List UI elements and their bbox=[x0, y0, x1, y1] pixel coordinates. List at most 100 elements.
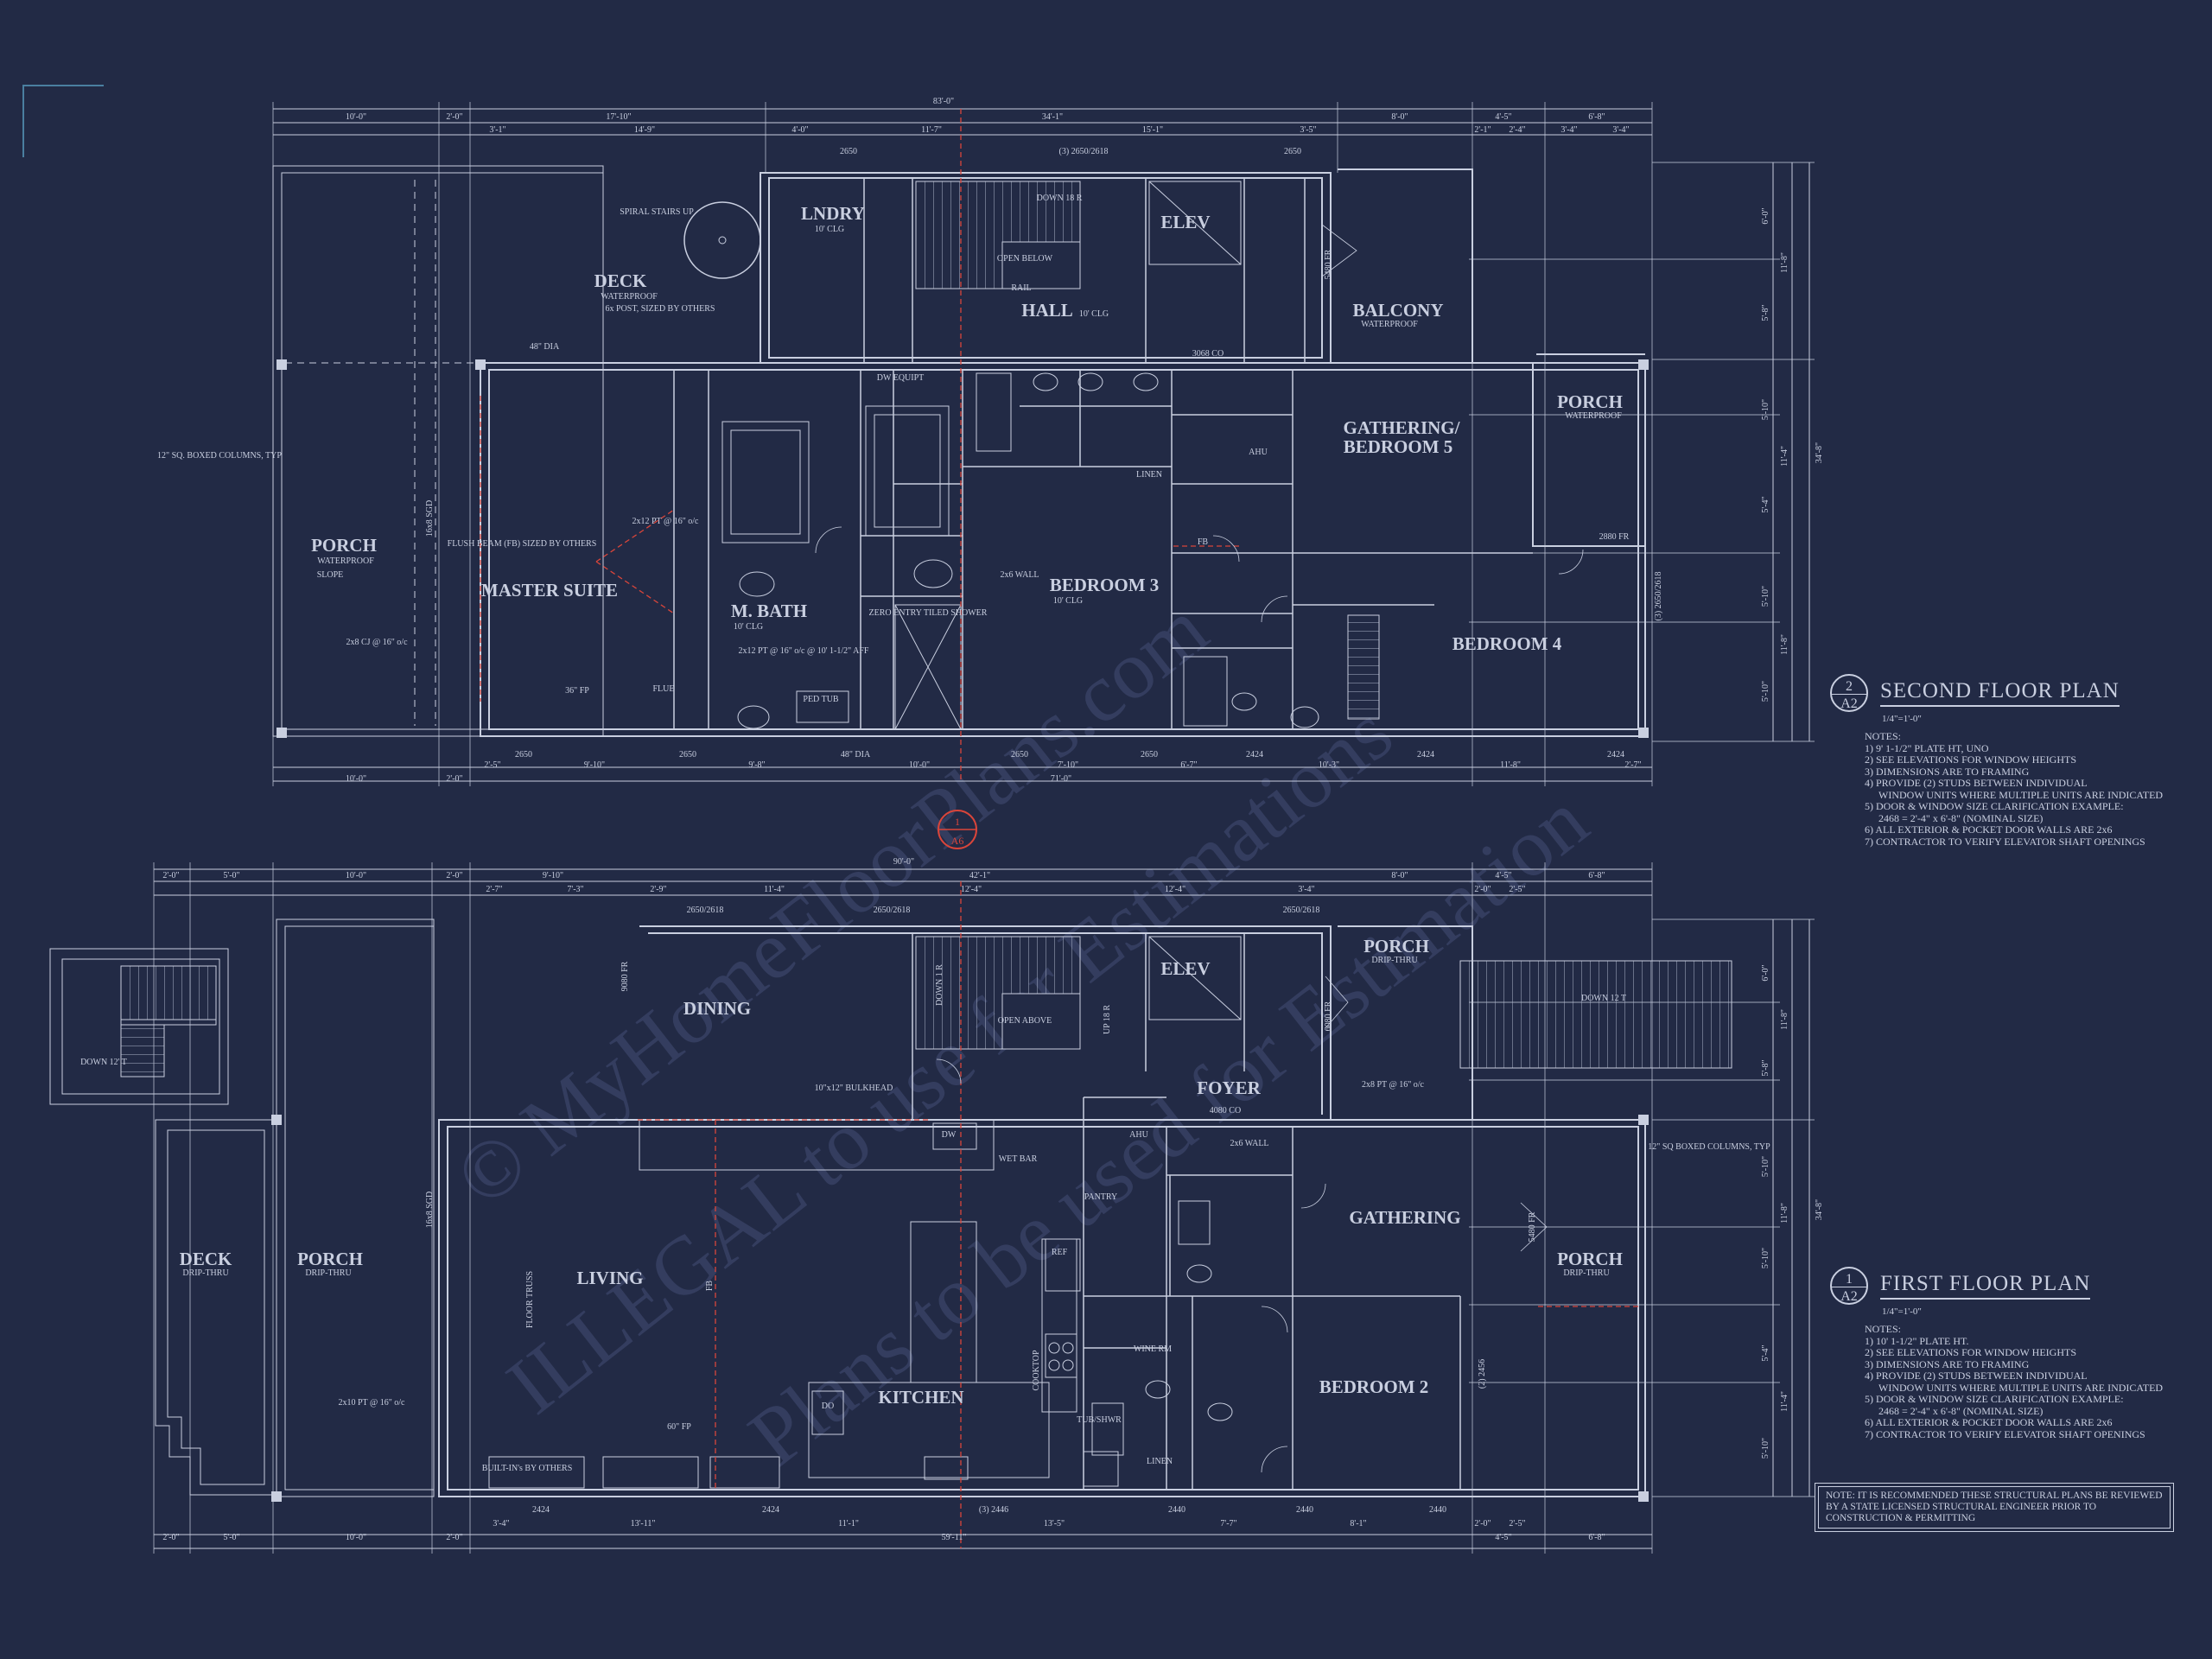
ff-note-60fp: 60" FP bbox=[667, 1422, 691, 1432]
ff-top-dim2-2: 7'-3" bbox=[567, 885, 583, 894]
bottom-dim-4: 10'-0" bbox=[909, 760, 930, 770]
ff-note-down-1r: DOWN 1 R bbox=[935, 964, 944, 1006]
ff-window-tag-bottom-4: 2440 bbox=[1168, 1505, 1185, 1515]
ff-right-dim-4: 5'-10" bbox=[1761, 1248, 1770, 1268]
ff-note-9080fr: 9080 FR bbox=[620, 961, 630, 991]
right-dim-6: 5'-10" bbox=[1761, 681, 1770, 702]
first-floor-note: 2) SEE ELEVATIONS FOR WINDOW HEIGHTS bbox=[1865, 1346, 2076, 1358]
bottom-dim-2: 9'-10" bbox=[584, 760, 605, 770]
window-tag-bottom-5: 2650 bbox=[1141, 750, 1158, 760]
second-floor-note: 6) ALL EXTERIOR & POCKET DOOR WALLS ARE … bbox=[1865, 823, 2113, 836]
note-columns: 12" SQ. BOXED COLUMNS, TYP bbox=[157, 451, 282, 461]
ff-right-dim-5: 5'-4" bbox=[1761, 1344, 1770, 1361]
note-open-below: OPEN BELOW bbox=[997, 254, 1053, 264]
ff-top-dim2-9: 2'-5" bbox=[1509, 885, 1525, 894]
second-floor-note: WINDOW UNITS WHERE MULTIPLE UNITS ARE IN… bbox=[1878, 788, 2164, 801]
ff-bottom-dim-12: 2'-5" bbox=[1509, 1519, 1525, 1529]
room-bedroom4: BEDROOM 4 bbox=[1452, 633, 1562, 654]
ff-window-tag-bottom-6: 2440 bbox=[1429, 1505, 1446, 1515]
bottom-dim2-1: 10'-0" bbox=[346, 774, 366, 784]
first-floor-notes: NOTES: 1) 10' 1-1/2" PLATE HT. 2) SEE EL… bbox=[1865, 1323, 2163, 1440]
note-36fp: 36" FP bbox=[565, 686, 589, 696]
ff-top-dim2-8: 2'-0" bbox=[1474, 885, 1491, 894]
right-dim-1: 6'-0" bbox=[1761, 207, 1770, 224]
window-tag-bottom-6: 2424 bbox=[1246, 750, 1263, 760]
ff-right-dim-1: 6'-0" bbox=[1761, 964, 1770, 981]
top-dim2-8: 2'-4" bbox=[1509, 125, 1525, 135]
right-dim-8: 11'-4" bbox=[1780, 446, 1789, 467]
room-bedroom3: BEDROOM 3 bbox=[1050, 575, 1160, 595]
bottom-dim-6: 6'-7" bbox=[1180, 760, 1197, 770]
first-floor-plan bbox=[49, 862, 1815, 1554]
room-porch-right: PORCH bbox=[1557, 391, 1623, 412]
bottom-dim-5: 7'-10" bbox=[1058, 760, 1078, 770]
ff-note-up-18r: UP 18 R bbox=[1103, 1005, 1112, 1034]
room-balcony-sub: WATERPROOF bbox=[1361, 320, 1418, 329]
note-linen-1: LINEN bbox=[1136, 470, 1162, 480]
top-dim-4: 34'-1" bbox=[1042, 112, 1063, 122]
window-tag-bottom-4: 2650 bbox=[1011, 750, 1028, 760]
ff-note-ahu: AHU bbox=[1129, 1130, 1148, 1140]
ff-top-dim-2: 5'-0" bbox=[223, 871, 239, 880]
room-porch-left: PORCH bbox=[311, 535, 377, 556]
bottom-dim-7: 10'-3" bbox=[1319, 760, 1339, 770]
ff-top-dim-1: 2'-0" bbox=[162, 871, 179, 880]
room-lndry: LNDRY bbox=[801, 203, 865, 224]
ff-room-bedroom2: BEDROOM 2 bbox=[1319, 1376, 1429, 1397]
top-dim2-7: 2'-1" bbox=[1474, 125, 1491, 135]
overall-dim-bottom: 71'-0" bbox=[1051, 774, 1071, 784]
second-floor-tag: 2 A2 bbox=[1830, 674, 1868, 712]
first-floor-labels: 90'-0" 2'-0" 5'-0" 10'-0" 2'-0" 9'-10" 4… bbox=[80, 857, 1824, 1542]
ff-window-tag-bottom-2: 2424 bbox=[762, 1505, 779, 1515]
note-fb: FB bbox=[1198, 537, 1209, 547]
window-tag-top-3: 2650 bbox=[1284, 147, 1301, 156]
room-bedroom3-sub: 10' CLG bbox=[1053, 596, 1083, 606]
bottom-dim2-2: 2'-0" bbox=[446, 774, 462, 784]
ff-bottom-dim-6: 13'-11" bbox=[631, 1519, 656, 1529]
first-floor-tag: 1 A2 bbox=[1830, 1267, 1868, 1305]
ff-bottom-dim-2: 5'-0" bbox=[223, 1533, 239, 1542]
ff-room-living: LIVING bbox=[576, 1268, 643, 1288]
ff-top-dim-4: 2'-0" bbox=[446, 871, 462, 880]
top-dim-3: 17'-10" bbox=[606, 112, 631, 122]
ff-note-built-ins: BUILT-IN's BY OTHERS bbox=[482, 1464, 573, 1473]
first-floor-scale: 1/4"=1'-0" bbox=[1882, 1306, 1922, 1317]
ff-note-2x6-wall: 2x6 WALL bbox=[1230, 1139, 1268, 1148]
top-dim-6: 4'-5" bbox=[1495, 112, 1511, 122]
top-dim-7: 6'-8" bbox=[1588, 112, 1605, 122]
corner-mark bbox=[22, 85, 104, 157]
first-floor-title-block: 1 A2 FIRST FLOOR PLAN 1/4"=1'-0" NOTES: … bbox=[1830, 1267, 2163, 1440]
bottom-dim-8: 11'-8" bbox=[1500, 760, 1521, 770]
ff-window-tag-top-2: 2650/2618 bbox=[874, 906, 911, 915]
ff-window-tag-bottom-1: 2424 bbox=[532, 1505, 550, 1515]
bottom-dim-1: 2'-5" bbox=[484, 760, 500, 770]
ff-note-wine-rm: WINE RM bbox=[1134, 1344, 1172, 1354]
ff-note-6080fr: 6080 FR bbox=[1324, 1001, 1333, 1031]
room-elev: ELEV bbox=[1160, 212, 1210, 232]
top-dim2-4: 11'-7" bbox=[921, 125, 942, 135]
section-marker-sheet: A6 bbox=[951, 835, 964, 847]
note-5480fr: 5480 FR bbox=[1324, 249, 1333, 279]
right-dim-4: 5'-4" bbox=[1761, 496, 1770, 512]
ff-window-tag-top-3: 2650/2618 bbox=[1283, 906, 1320, 915]
ff-bottom-dim-1: 2'-0" bbox=[162, 1533, 179, 1542]
ff-top-dim-8: 4'-5" bbox=[1495, 871, 1511, 880]
note-flush-beam: FLUSH BEAM (FB) SIZED BY OTHERS bbox=[448, 539, 597, 549]
ff-note-tub-shwr: TUB/SHWR bbox=[1077, 1415, 1122, 1425]
ff-note-down-12t: DOWN 12 T bbox=[1581, 994, 1626, 1003]
ff-bottom-dim-9: 7'-7" bbox=[1220, 1519, 1236, 1529]
ff-bottom-dim-7: 11'-1" bbox=[838, 1519, 859, 1529]
note-16x8-sgd: 16x8 SGD bbox=[425, 500, 435, 537]
second-floor-note: 2468 = 2'-4" x 6'-8" (NOMINAL SIZE) bbox=[1878, 811, 2044, 824]
first-floor-number: 1 bbox=[1846, 1272, 1853, 1287]
ff-room-deck-sub: DRIP-THRU bbox=[182, 1268, 229, 1278]
window-tag-bottom-8: 2424 bbox=[1607, 750, 1624, 760]
room-balcony: BALCONY bbox=[1352, 300, 1443, 321]
right-dim-3: 5'-10" bbox=[1761, 399, 1770, 420]
ff-top-dim2-6: 12'-4" bbox=[1165, 885, 1185, 894]
ff-right-dim-8: 11'-8" bbox=[1780, 1203, 1789, 1224]
window-tag-top-2: (3) 2650/2618 bbox=[1059, 147, 1109, 156]
note-3-2650: (3) 2650/2618 bbox=[1654, 572, 1663, 621]
note-2x6-wall: 2x6 WALL bbox=[1000, 570, 1039, 580]
